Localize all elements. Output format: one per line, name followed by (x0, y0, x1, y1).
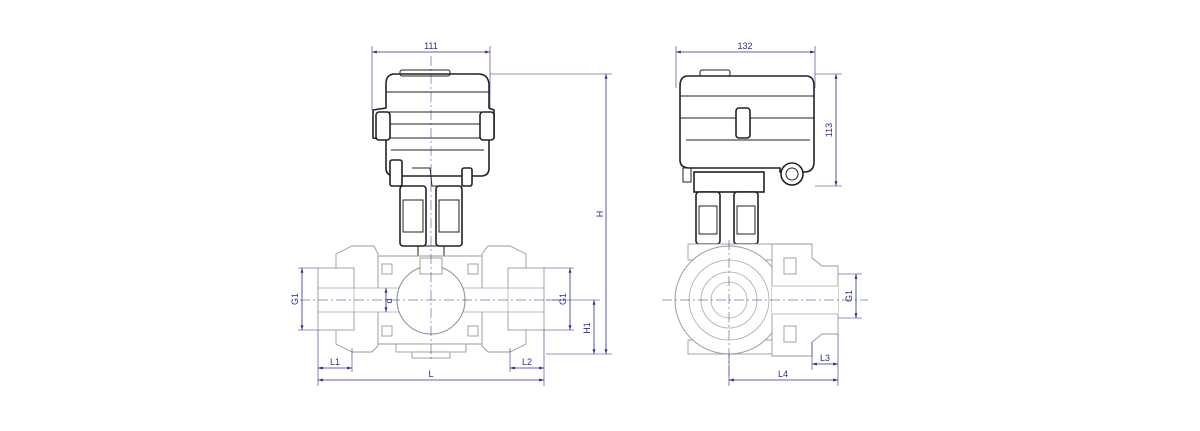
dim-side-port: L3 (811, 334, 839, 386)
dim-thread-side: G1 (838, 273, 862, 319)
front-actuator (372, 69, 495, 187)
dim-side-width-label: 132 (737, 41, 752, 51)
dim-front-width: 111 (371, 41, 491, 110)
dim-actuator-height-label: 113 (824, 123, 834, 137)
side-view (662, 69, 868, 380)
dim-end-left: L1 (317, 330, 353, 386)
front-stem (399, 185, 463, 261)
dim-side-total-label: L4 (778, 369, 788, 379)
dim-axis-height: H1 (546, 299, 600, 354)
dim-total-height: H (490, 73, 612, 355)
dim-side-width: 132 (675, 41, 816, 88)
dim-end-left-label: L1 (330, 357, 340, 367)
dim-thread-right-label: G1 (558, 293, 568, 305)
dim-actuator-height: 113 (815, 73, 842, 187)
dim-thread-left: G1 (290, 267, 318, 331)
dim-thread-left-label: G1 (290, 293, 300, 305)
dimensions: 111 132 H H1 113 (290, 41, 862, 386)
dim-thread-right: G1 (544, 267, 574, 331)
dim-axis-height-label: H1 (582, 322, 592, 334)
dim-end-right-label: L2 (522, 357, 532, 367)
dim-side-port-label: L3 (820, 353, 830, 363)
dim-total-length: L (318, 369, 544, 382)
side-stem (693, 171, 765, 245)
dim-total-length-label: L (428, 369, 433, 379)
dim-side-total: L4 (728, 354, 838, 386)
side-actuator (679, 69, 815, 186)
dim-front-width-label: 111 (424, 41, 438, 51)
dim-bore: d (384, 288, 394, 312)
dim-end-right: L2 (509, 330, 545, 386)
front-view (300, 56, 560, 360)
dim-bore-label: d (384, 298, 394, 303)
dim-thread-side-label: G1 (844, 290, 854, 302)
dim-total-height-label: H (595, 211, 605, 218)
